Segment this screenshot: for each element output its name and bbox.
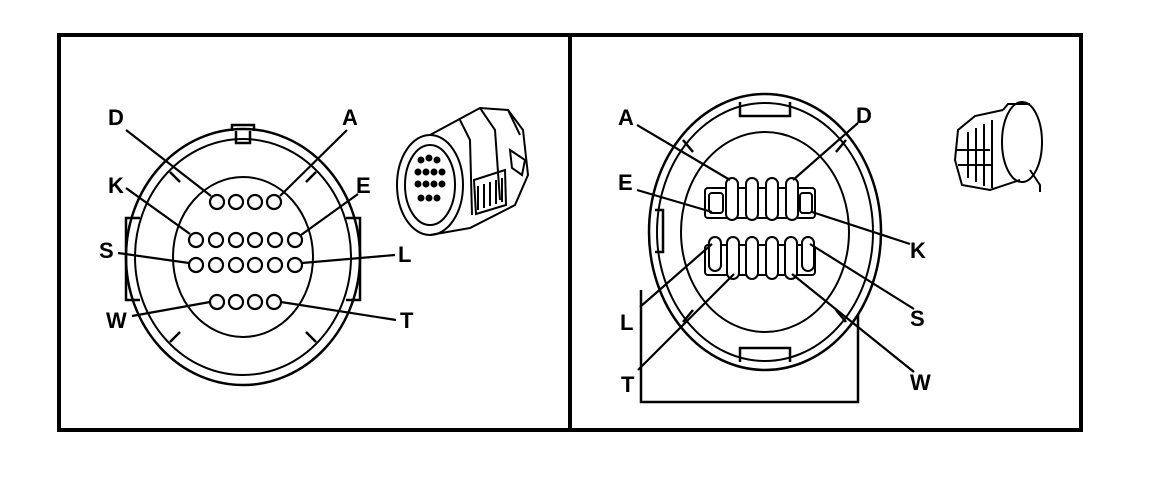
cavity [208, 193, 226, 211]
left-leader-lines [117, 129, 397, 322]
cavity [246, 256, 264, 274]
cavity [227, 193, 245, 211]
label-l: L [398, 242, 411, 267]
label-t: T [400, 308, 414, 333]
terminal [799, 192, 813, 214]
label-s: S [910, 306, 925, 331]
label-d: D [856, 103, 872, 128]
right-pin-labels: A D E K L S T W [618, 103, 931, 397]
terminal [708, 192, 724, 214]
terminal [745, 236, 759, 280]
left-connector-perspective [396, 106, 530, 236]
right-leader-lines [636, 122, 915, 373]
label-t: T [621, 372, 635, 397]
cavity [207, 256, 225, 274]
label-k: K [108, 173, 124, 198]
cavity [187, 231, 205, 249]
cavity [227, 231, 245, 249]
cavity [266, 256, 284, 274]
label-s: S [99, 238, 114, 263]
label-e: E [618, 170, 633, 195]
label-d: D [108, 105, 124, 130]
cavity [246, 193, 264, 211]
cavity [187, 256, 205, 274]
terminal [784, 236, 798, 280]
cavity [208, 293, 226, 311]
cavity [266, 231, 284, 249]
label-a: A [342, 105, 358, 130]
cavity [246, 293, 264, 311]
cavity [286, 231, 304, 249]
terminal [765, 177, 779, 221]
label-w: W [106, 308, 127, 333]
cavity [227, 256, 245, 274]
cavity [286, 256, 304, 274]
label-l: L [620, 310, 633, 335]
terminal [785, 177, 799, 221]
label-w: W [910, 370, 931, 395]
terminal [801, 236, 815, 272]
terminal [726, 236, 740, 280]
cavity [265, 193, 283, 211]
left-connector-face [124, 123, 362, 387]
label-a: A [618, 105, 634, 130]
terminal [745, 177, 759, 221]
cavity [207, 231, 225, 249]
right-terminal-block [704, 177, 816, 280]
label-e: E [356, 173, 371, 198]
cavity [265, 293, 283, 311]
cavity [246, 231, 264, 249]
cavity [227, 293, 245, 311]
label-k: K [910, 238, 926, 263]
terminal [725, 177, 739, 221]
diagram-frame [57, 33, 1083, 432]
terminal [708, 236, 722, 272]
left-cavities [187, 193, 304, 311]
terminal [765, 236, 779, 280]
right-connector-perspective [953, 101, 1043, 192]
left-pin-labels: D A K E S L W T [99, 105, 414, 333]
